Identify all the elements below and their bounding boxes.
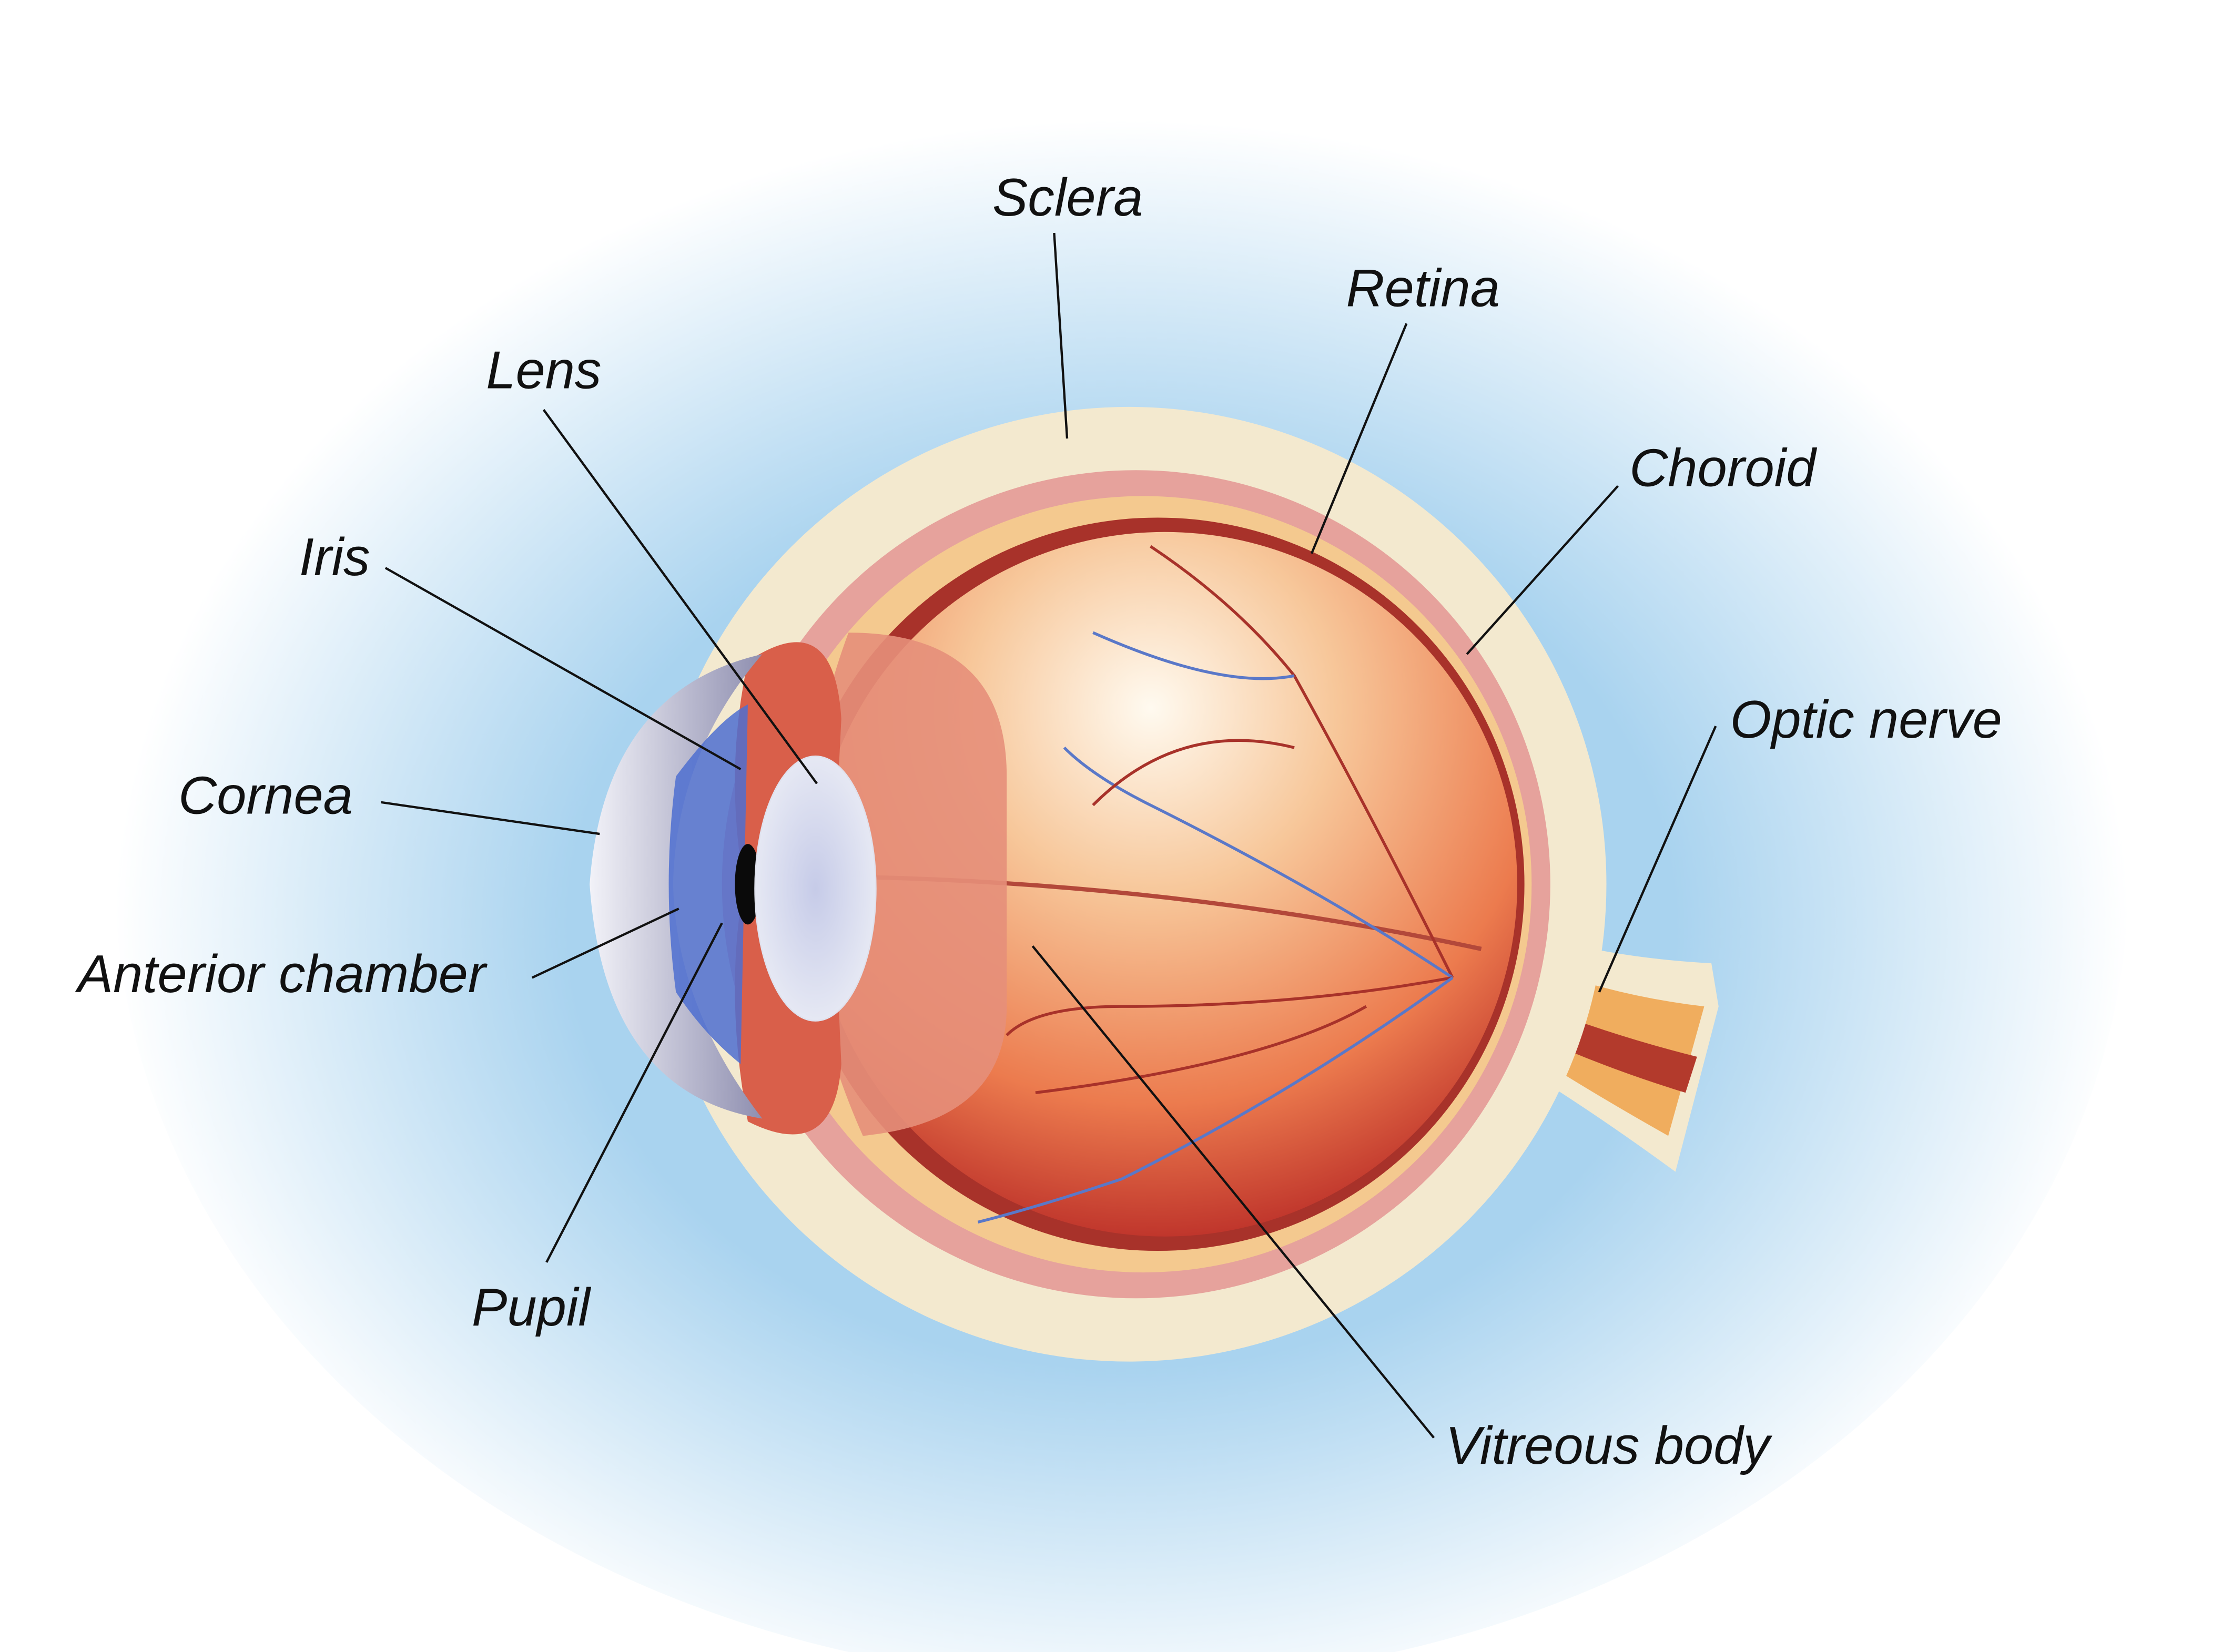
leader-cornea <box>381 801 600 835</box>
leader-pupil <box>545 922 723 1263</box>
blood-vessels <box>977 545 1454 1224</box>
label-cornea: Cornea <box>178 766 353 825</box>
leader-retina <box>1310 323 1408 554</box>
leader-optic-nerve <box>1598 726 1717 993</box>
label-sclera: Sclera <box>992 168 1143 227</box>
label-iris: Iris <box>299 527 370 587</box>
iris <box>668 704 748 1064</box>
label-pupil: Pupil <box>472 1278 591 1337</box>
label-vitreous-body: Vitreous body <box>1445 1416 1772 1475</box>
leader-sclera <box>1053 232 1069 439</box>
lens <box>754 756 877 1022</box>
label-choroid: Choroid <box>1629 438 1817 497</box>
leader-choroid <box>1466 485 1619 655</box>
ciliary-body <box>805 633 1007 1136</box>
label-retina: Retina <box>1346 258 1500 318</box>
label-anterior-chamber: Anterior chamber <box>75 944 488 1004</box>
leader-iris <box>384 567 742 770</box>
leader-vitreous-body <box>1031 945 1435 1439</box>
leader-anterior-chamber <box>531 907 679 979</box>
label-optic-nerve: Optic nerve <box>1730 690 2002 749</box>
cornea <box>590 654 763 1119</box>
label-lens: Lens <box>486 340 601 400</box>
pupil <box>735 844 761 925</box>
leader-lens <box>542 409 818 784</box>
